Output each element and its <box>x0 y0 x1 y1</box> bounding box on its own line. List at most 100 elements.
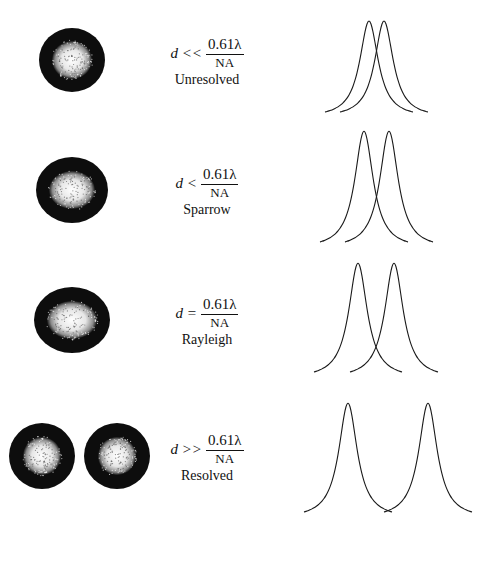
speckle <box>55 307 56 308</box>
speckle <box>111 461 112 462</box>
speckle <box>44 452 45 453</box>
speckle <box>55 323 56 324</box>
speckle <box>80 69 81 70</box>
speckle <box>61 458 62 459</box>
speckle <box>127 466 128 467</box>
speckle <box>72 60 73 61</box>
speckle <box>95 192 96 193</box>
speckle <box>63 42 64 43</box>
speckle <box>73 301 74 302</box>
speckle <box>34 469 35 470</box>
speckle <box>64 336 65 337</box>
speckle <box>43 470 44 471</box>
speckle <box>62 338 63 339</box>
dark-ring <box>34 287 110 353</box>
speckle <box>70 203 71 204</box>
speckle <box>69 55 70 56</box>
speckle <box>110 463 111 464</box>
speckle <box>130 441 131 442</box>
airy-disk <box>9 423 75 489</box>
speckle <box>112 452 113 453</box>
speckle <box>121 471 122 472</box>
speckle <box>64 77 65 78</box>
speckle <box>116 444 117 445</box>
speckle <box>74 176 75 177</box>
speckle <box>74 312 75 313</box>
speckle <box>74 326 75 327</box>
speckle <box>74 187 75 188</box>
speckle <box>63 315 64 316</box>
speckle <box>39 471 40 472</box>
speckle <box>75 306 76 307</box>
speckle <box>75 318 76 319</box>
criterion-formula: d <<0.61λNA <box>170 36 243 70</box>
speckle <box>104 451 105 452</box>
speckle <box>71 184 72 185</box>
speckle <box>76 331 77 332</box>
speckle <box>50 463 51 464</box>
speckle <box>58 195 59 196</box>
speckle <box>47 464 48 465</box>
speckle <box>86 177 87 178</box>
speckle <box>73 325 74 326</box>
speckle <box>123 446 124 447</box>
speckle <box>72 205 73 206</box>
speckle <box>68 171 69 172</box>
speckle <box>91 308 92 309</box>
speckle <box>62 174 63 175</box>
relation: d = <box>176 305 197 322</box>
speckle <box>111 461 112 462</box>
speckle <box>97 323 98 324</box>
speckle <box>130 466 131 467</box>
speckle <box>45 453 46 454</box>
speckle <box>113 444 114 445</box>
speckle <box>77 307 78 308</box>
speckle <box>78 335 79 336</box>
speckle <box>74 323 75 324</box>
speckle <box>89 191 90 192</box>
speckle <box>50 444 51 445</box>
speckle <box>44 472 45 473</box>
speckle <box>60 75 61 76</box>
speckle <box>83 63 84 64</box>
speckle <box>32 465 33 466</box>
speckle <box>70 334 71 335</box>
speckle <box>78 334 79 335</box>
speckle <box>88 62 89 63</box>
speckle <box>73 48 74 49</box>
intensity-profile <box>350 263 438 372</box>
speckle <box>94 327 95 328</box>
speckle <box>118 468 119 469</box>
speckle <box>108 457 109 458</box>
speckle <box>56 317 57 318</box>
dark-ring <box>9 423 75 489</box>
speckle <box>49 447 50 448</box>
speckle <box>56 326 57 327</box>
speckle <box>69 337 70 338</box>
speckle <box>115 440 116 441</box>
speckle <box>70 314 71 315</box>
speckle <box>79 53 80 54</box>
speckle <box>90 183 91 184</box>
speckle <box>64 315 65 316</box>
speckle <box>84 202 85 203</box>
speckle <box>124 452 125 453</box>
speckle <box>126 442 127 443</box>
fraction: 0.61λNA <box>206 432 244 466</box>
speckle <box>58 183 59 184</box>
speckle <box>38 445 39 446</box>
speckle <box>73 198 74 199</box>
speckle <box>118 453 119 454</box>
speckle <box>47 465 48 466</box>
speckle <box>44 460 45 461</box>
speckle <box>96 317 97 318</box>
speckle <box>57 192 58 193</box>
fraction: 0.61λNA <box>201 296 239 330</box>
speckle <box>121 444 122 445</box>
speckle <box>68 327 69 328</box>
speckle <box>68 331 69 332</box>
speckle <box>42 471 43 472</box>
speckle <box>71 66 72 67</box>
speckle <box>128 457 129 458</box>
speckle <box>71 48 72 49</box>
